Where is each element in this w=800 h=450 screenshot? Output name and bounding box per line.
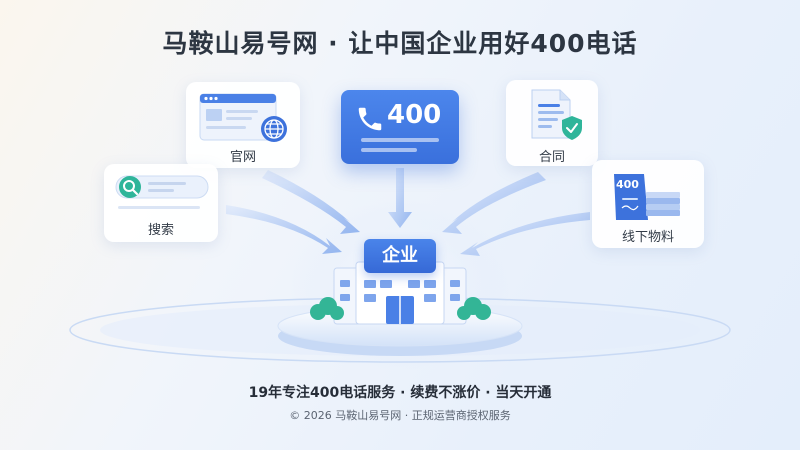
contract-card: 合同 [506, 80, 598, 166]
website-label: 官网 [229, 150, 256, 165]
website-card: 官网 [186, 82, 300, 168]
phone-number: 400 [387, 100, 442, 130]
magnifier-search-icon [115, 175, 209, 209]
search-label: 搜索 [147, 223, 174, 238]
phone-line-2 [361, 148, 417, 152]
flow-arrows [226, 168, 590, 256]
office-building-icon [333, 261, 467, 325]
page-title: 马鞍山易号网 · 让中国企业用好400电话 [162, 29, 638, 58]
document-shield-icon [531, 89, 582, 140]
bush-left-icon [310, 297, 344, 320]
bush-right-icon [457, 297, 491, 320]
print-badge: 400 [616, 178, 639, 191]
print-material-icon [614, 174, 680, 220]
phone-line-1 [361, 138, 439, 142]
print-label: 线下物料 [621, 230, 674, 245]
phone-icon [358, 107, 382, 131]
footer-tagline: 19年专注400电话服务 · 续费不涨价 · 当天开通 [248, 385, 552, 401]
print-material-card: 400 线下物料 [592, 160, 704, 248]
contract-label: 合同 [538, 150, 565, 165]
phone-400-card: 400 [341, 90, 459, 164]
browser-globe-icon [199, 93, 287, 142]
search-card: 搜索 [104, 164, 218, 242]
enterprise-sign: 企业 [364, 239, 436, 273]
footer-copyright: © 2026 马鞍山易号网 · 正规运营商授权服务 [289, 409, 511, 422]
